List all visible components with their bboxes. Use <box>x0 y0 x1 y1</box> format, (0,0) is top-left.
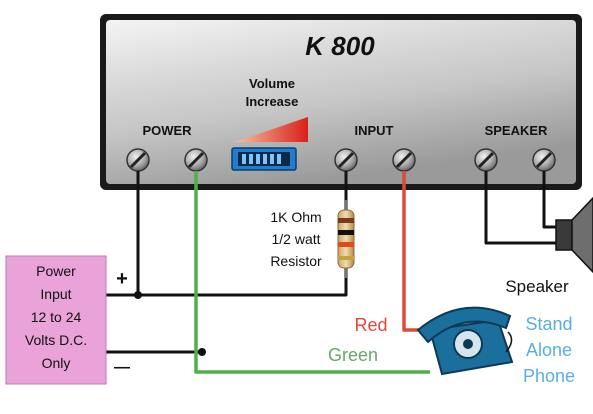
resistor-icon <box>337 200 355 278</box>
power-input-line5: Only <box>42 355 71 371</box>
volume-slider[interactable] <box>231 147 297 171</box>
volume-label-line2: Increase <box>246 94 299 109</box>
power-terminal-1-icon <box>126 148 150 172</box>
red-label: Red <box>354 315 387 335</box>
power-input-line1: Power <box>36 263 76 279</box>
junction-dot-plus <box>134 291 142 299</box>
power-input-line4: Volts D.C. <box>25 332 87 348</box>
power-input-line3: 12 to 24 <box>31 309 82 325</box>
power-label: POWER <box>142 123 192 138</box>
phone-label-line2: Alone <box>526 340 572 360</box>
resistor-label-line1: 1K Ohm <box>270 209 321 225</box>
phone-label-line3: Phone <box>523 366 575 386</box>
k800-device: K 800 Volume Increase POWER INPUT SPEAKE… <box>100 14 582 190</box>
speaker-icon <box>555 196 593 274</box>
power-input-line2: Input <box>40 286 71 302</box>
resistor-label-line2: 1/2 watt <box>271 231 320 247</box>
minus-sign: — <box>114 359 130 376</box>
plus-sign: + <box>116 268 128 290</box>
speaker-text: Speaker <box>505 277 569 296</box>
resistor-label-line3: Resistor <box>270 253 322 269</box>
device-title: K 800 <box>305 31 375 61</box>
volume-ramp-icon <box>235 117 308 142</box>
wire-green <box>194 171 430 374</box>
volume-label-line1: Volume <box>249 76 295 91</box>
wire-red <box>402 171 425 332</box>
input-terminal-1-icon <box>334 148 358 172</box>
green-label: Green <box>328 345 378 365</box>
junction-dot-minus <box>198 348 206 356</box>
power-terminal-2-icon <box>184 148 208 172</box>
phone-label-line1: Stand <box>525 314 572 334</box>
speaker-label: SPEAKER <box>485 123 548 138</box>
speaker-terminal-2-icon <box>532 148 556 172</box>
wires <box>106 171 556 374</box>
power-input-box: Power Input 12 to 24 Volts D.C. Only <box>5 255 107 385</box>
input-terminal-2-icon <box>392 148 416 172</box>
telephone-icon <box>416 306 514 376</box>
wire-speaker-1 <box>484 171 556 245</box>
speaker-terminal-1-icon <box>474 148 498 172</box>
input-label: INPUT <box>355 123 394 138</box>
wire-speaker-2 <box>542 171 556 229</box>
